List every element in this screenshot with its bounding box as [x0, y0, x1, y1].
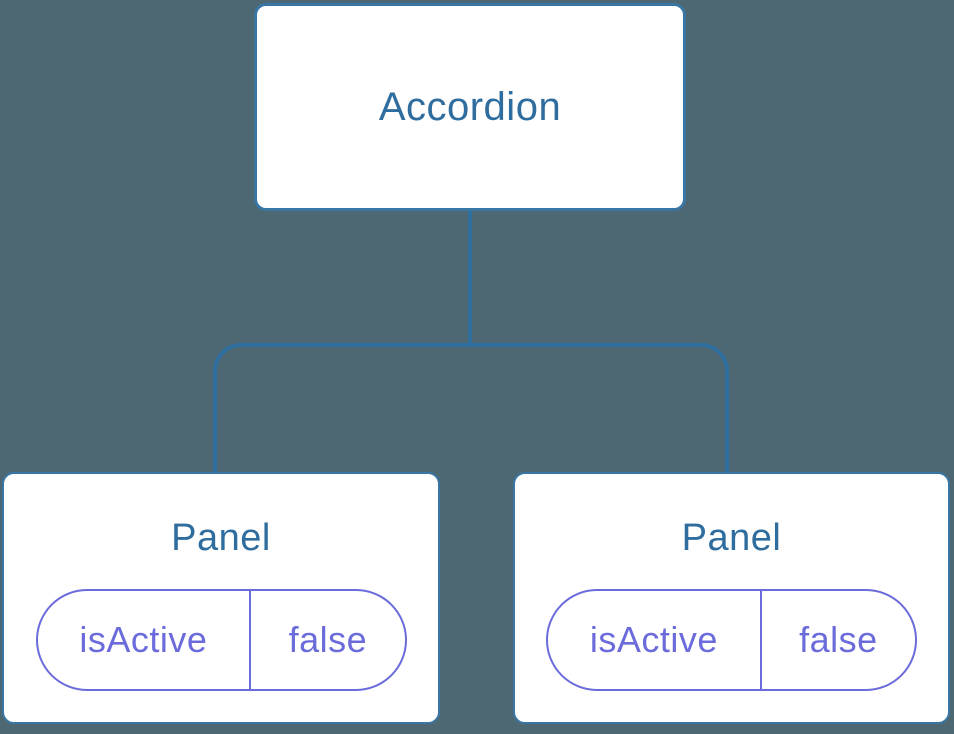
- panel-node-right: Panel isActive false: [513, 472, 950, 724]
- panel-node-left: Panel isActive false: [2, 472, 440, 724]
- state-key: isActive: [589, 619, 718, 660]
- accordion-node-label: Accordion: [378, 84, 562, 129]
- state-value: false: [759, 591, 915, 689]
- state-value: false: [249, 591, 404, 689]
- state-pill: isActive false: [546, 589, 917, 691]
- connector-bracket: [213, 343, 729, 472]
- state-pill: isActive false: [35, 589, 407, 691]
- accordion-node: Accordion: [254, 3, 686, 211]
- panel-node-label: Panel: [171, 517, 271, 559]
- panel-node-label: Panel: [681, 517, 782, 559]
- connector-stem: [468, 211, 472, 347]
- state-key: isActive: [79, 619, 208, 660]
